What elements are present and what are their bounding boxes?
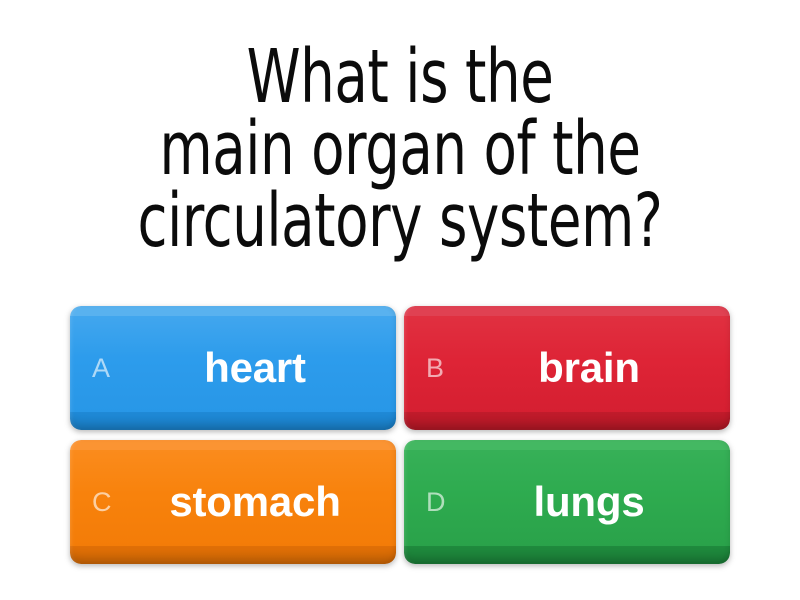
button-bottom-bevel <box>404 546 730 564</box>
answer-letter-d: D <box>426 486 446 517</box>
answer-letter-a: A <box>92 352 111 383</box>
answer-label-b: brain <box>538 343 640 391</box>
answer-label-a: heart <box>204 343 306 391</box>
answer-label-c: stomach <box>169 477 341 525</box>
answer-letter-b: B <box>426 352 445 383</box>
answer-option-a[interactable]: A heart <box>70 306 396 430</box>
button-bottom-bevel <box>70 412 396 430</box>
button-bottom-bevel <box>404 412 730 430</box>
button-top-highlight <box>70 306 396 320</box>
answer-option-b[interactable]: B brain <box>404 306 730 430</box>
answer-label-d: lungs <box>533 477 645 525</box>
button-bottom-bevel <box>70 546 396 564</box>
answer-option-c[interactable]: C stomach <box>70 440 396 564</box>
answer-option-d[interactable]: D lungs <box>404 440 730 564</box>
button-top-highlight <box>404 306 730 320</box>
button-top-highlight <box>70 440 396 454</box>
answer-letter-c: C <box>92 486 112 517</box>
answer-options-grid: A heart B brain C stomach D lungs <box>70 306 730 564</box>
button-top-highlight <box>404 440 730 454</box>
question-text: What is the main organ of the circulator… <box>137 34 663 264</box>
question-area: What is the main organ of the circulator… <box>0 14 800 286</box>
